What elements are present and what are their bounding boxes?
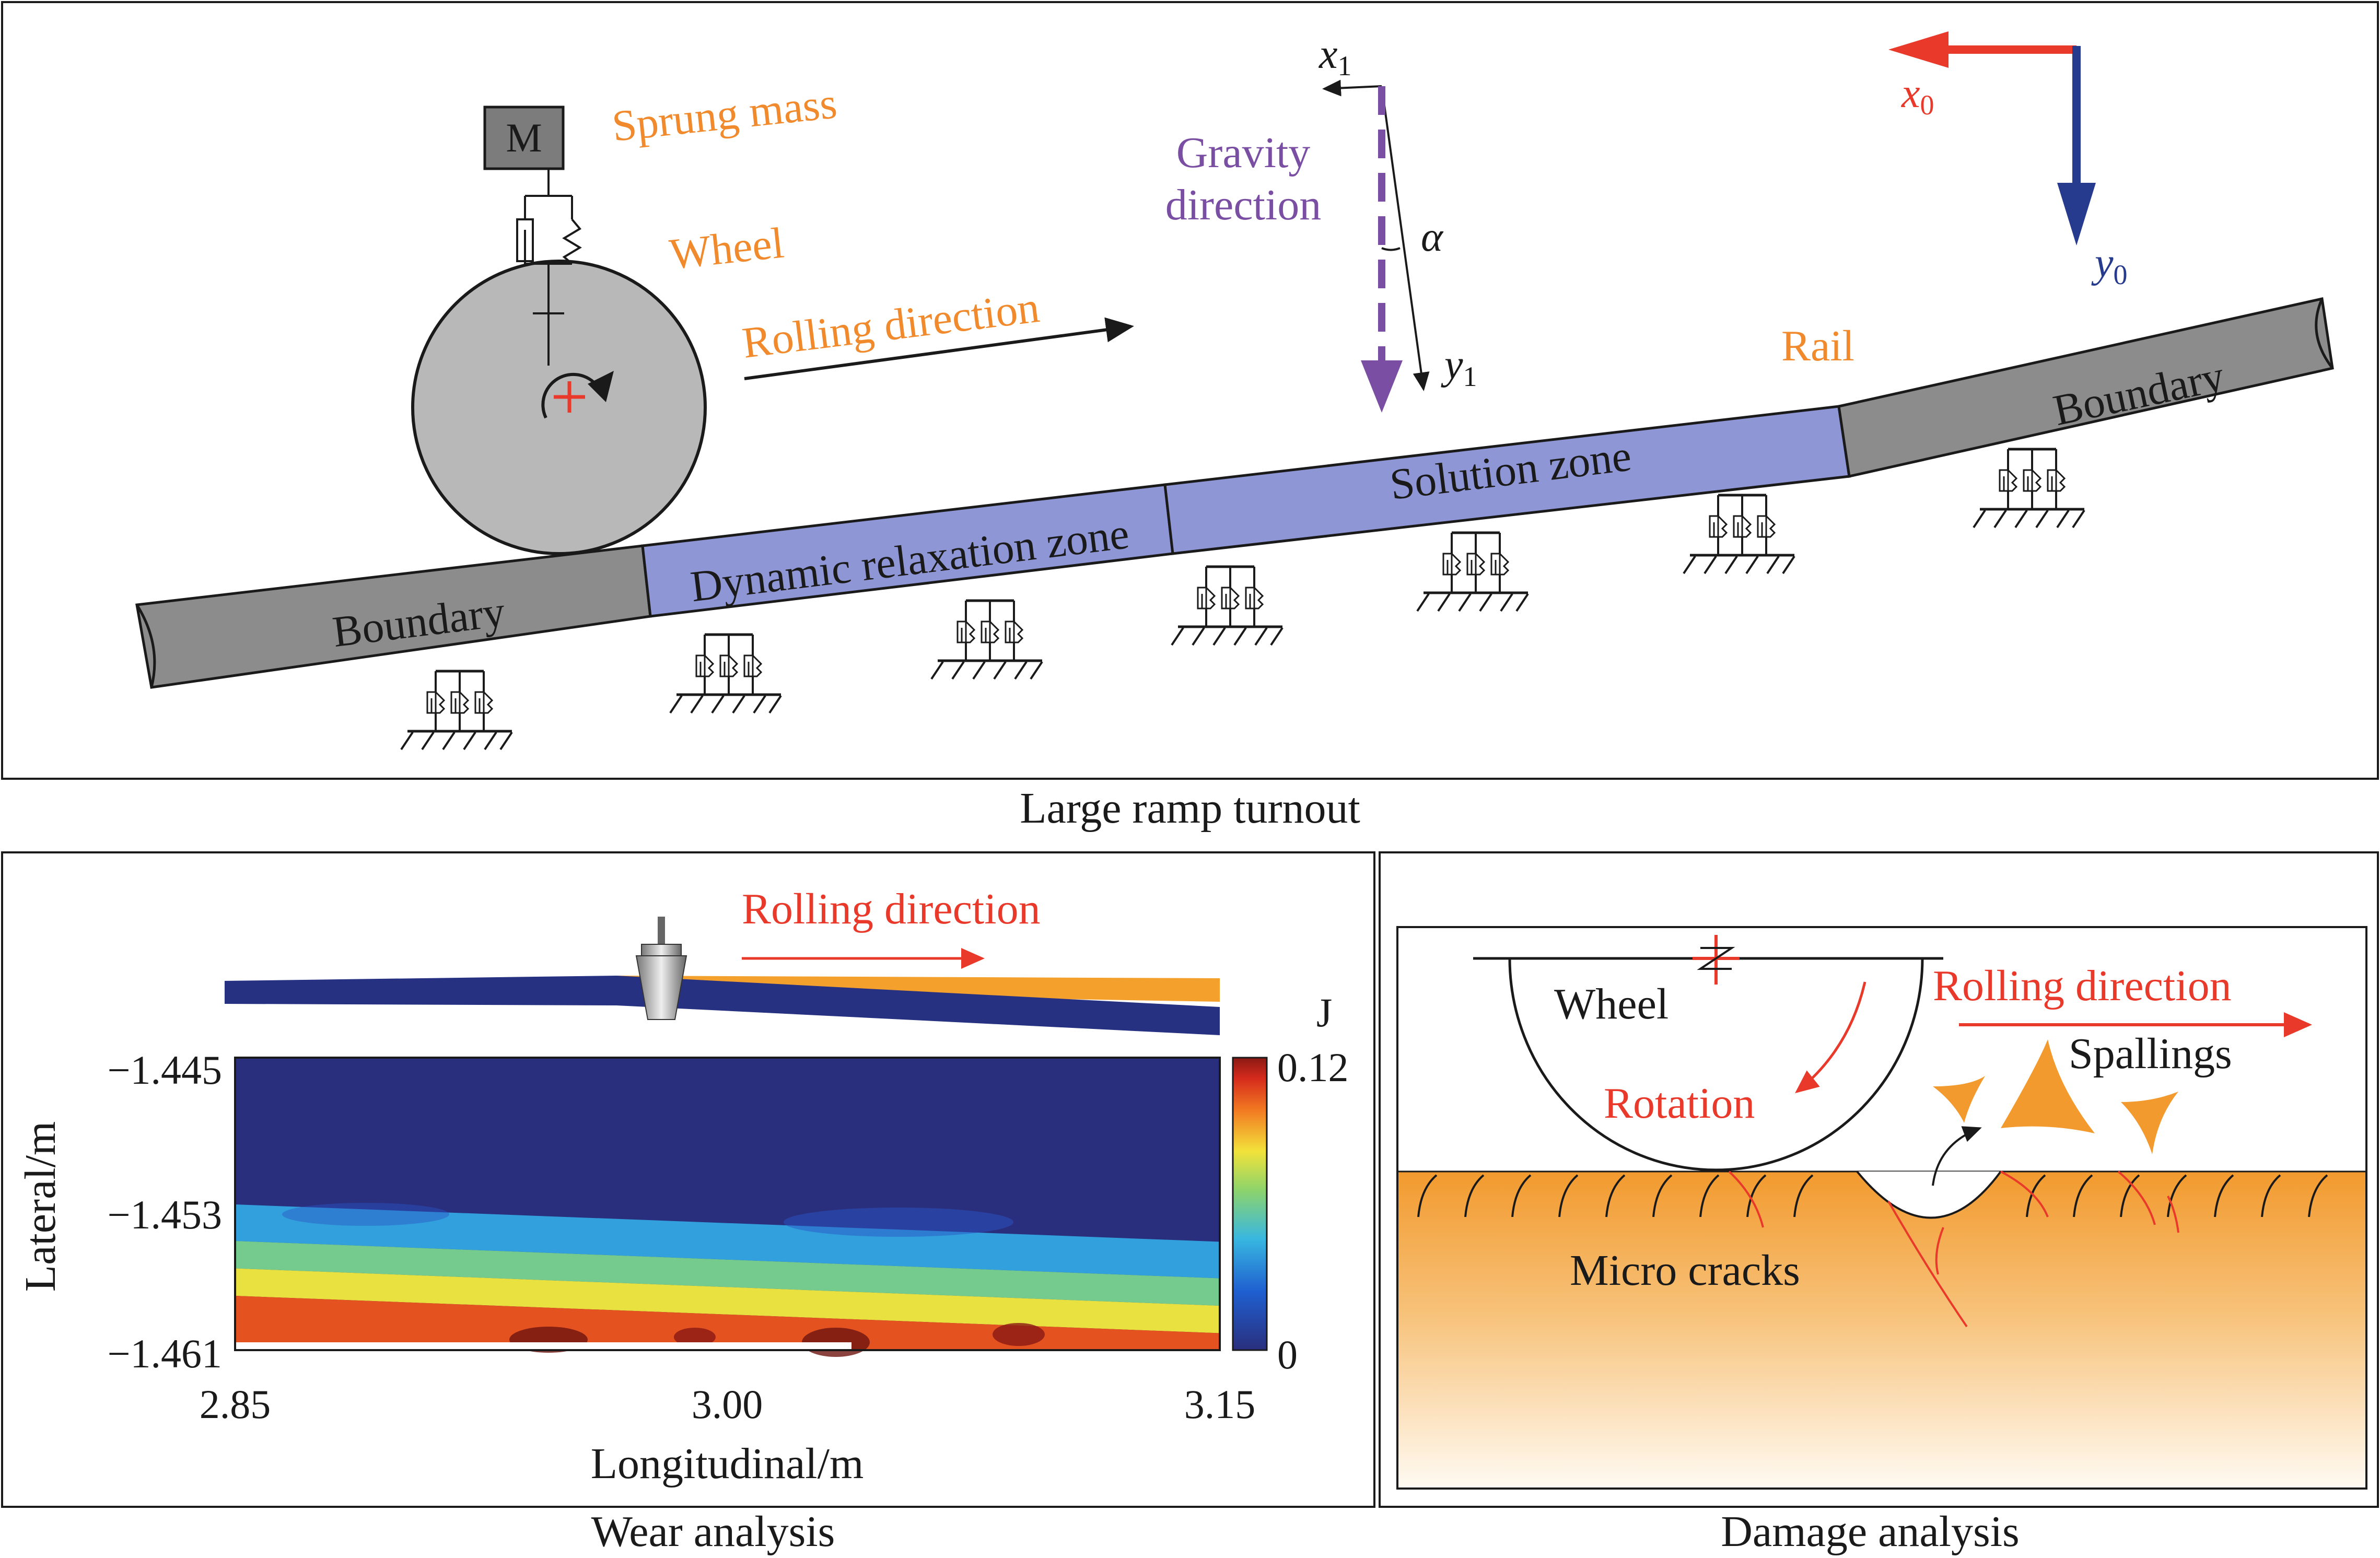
rail-label: Rail xyxy=(1781,322,1854,370)
x-tick-3-00: 3.00 xyxy=(692,1381,763,1427)
x1-axis xyxy=(1322,79,1382,97)
heatmap-band-2 xyxy=(235,1204,1220,1279)
wheel-label: Wheel xyxy=(667,218,786,278)
wheel-center-marker xyxy=(1693,935,1740,985)
rotation-arc-arrow xyxy=(1795,981,1866,1094)
spallings-label: Spallings xyxy=(2069,1029,2232,1078)
y-tick-1-453: −1.453 xyxy=(108,1192,223,1237)
y-tick-1-461: −1.461 xyxy=(108,1331,223,1376)
rail-right-end xyxy=(2315,298,2334,369)
x-axis-label: Longitudinal/m xyxy=(591,1439,864,1488)
x1-label: x1 xyxy=(1319,31,1352,81)
global-axes xyxy=(1888,31,2096,245)
primary-suspension xyxy=(516,169,582,366)
wear-rail-orange xyxy=(616,976,1220,1002)
heatmap-band-5 xyxy=(235,1296,1220,1350)
wear-probe xyxy=(635,917,687,1020)
rolling-direction-arrow xyxy=(744,317,1134,380)
micro-cracks-label: Micro cracks xyxy=(1570,1246,1800,1295)
damage-inner-frame xyxy=(1396,926,2367,1490)
colorbar-unit: J xyxy=(1316,990,1332,1035)
spall-eject-arrow xyxy=(1932,1126,1982,1186)
colorbar-scale xyxy=(1232,1057,1268,1351)
heatmap-band-1 xyxy=(235,1058,1220,1213)
gravity-label-line2: direction xyxy=(1165,181,1322,229)
colorbar-min: 0 xyxy=(1277,1332,1298,1377)
x-tick-2-85: 2.85 xyxy=(200,1381,271,1427)
gravity-label-line1: Gravity xyxy=(1176,128,1311,177)
alpha-arc xyxy=(1381,247,1401,251)
damage-rolling-direction-label: Rolling direction xyxy=(1933,962,2232,1010)
top-panel: Boundary Dynamic relaxation zone Solutio… xyxy=(1,1,2379,780)
y0-arrow-head xyxy=(2057,183,2096,245)
heatmap-frame xyxy=(234,1057,1221,1351)
wheel-center-mark xyxy=(554,381,585,413)
heatmap-bands xyxy=(235,1058,1220,1350)
rail-material xyxy=(1398,1172,2365,1487)
y-tick-1-445: −1.445 xyxy=(108,1047,223,1093)
rail-left-end xyxy=(135,604,156,688)
y1-axis xyxy=(1381,86,1430,391)
spalling-fragments xyxy=(1933,1039,2178,1154)
x0-label: x0 xyxy=(1901,71,1934,121)
damage-wheel-label: Wheel xyxy=(1554,980,1669,1028)
x-tick-3-15: 3.15 xyxy=(1184,1381,1256,1427)
y0-label: y0 xyxy=(2091,240,2128,290)
wear-heatmap xyxy=(234,1057,1221,1357)
spall-pit-edge xyxy=(1856,1170,2002,1219)
micro-crack-arcs xyxy=(1417,1174,2328,1217)
heatmap-band-4 xyxy=(235,1268,1220,1333)
y-axis-label: Lateral/m xyxy=(16,1121,65,1292)
heatmap-band-3 xyxy=(235,1241,1220,1306)
rotation-label: Rotation xyxy=(1604,1079,1755,1128)
red-cracks xyxy=(1728,1170,2179,1328)
gravity-arrow-head xyxy=(1361,360,1403,413)
rail xyxy=(135,297,2334,689)
top-panel-caption: Large ramp turnout xyxy=(1020,784,1360,833)
wear-rail-blue xyxy=(225,976,1220,1035)
wear-colorbar: J 0.12 0 xyxy=(1232,990,1349,1377)
alpha-label: α xyxy=(1421,214,1444,260)
x0-arrow-head xyxy=(1888,31,1949,68)
mass-label: M xyxy=(506,115,542,160)
wear-panel-caption: Wear analysis xyxy=(591,1507,835,1556)
wear-rolling-direction-label: Rolling direction xyxy=(742,885,1041,933)
wear-panel: Rolling direction 2.85 3.00 3.15 −1.445 … xyxy=(1,851,1375,1508)
damage-panel-caption: Damage analysis xyxy=(1721,1507,2019,1556)
sprung-mass-block xyxy=(483,106,565,170)
local-axes xyxy=(1322,79,1430,413)
heatmap-uncovered-strip xyxy=(235,1342,851,1350)
damage-wheel xyxy=(1508,957,1924,1172)
wheel-disc xyxy=(411,260,707,555)
rotation-arrow-head xyxy=(588,371,614,402)
heatmap-hotspots xyxy=(282,1203,1045,1357)
damage-panel: Wheel Rotation Rolling direction Spallin… xyxy=(1379,851,2379,1508)
y1-label: y1 xyxy=(1441,342,1477,392)
colorbar-max: 0.12 xyxy=(1277,1045,1349,1090)
wheel-assembly: M xyxy=(411,106,707,555)
rotation-arrow xyxy=(541,372,602,419)
